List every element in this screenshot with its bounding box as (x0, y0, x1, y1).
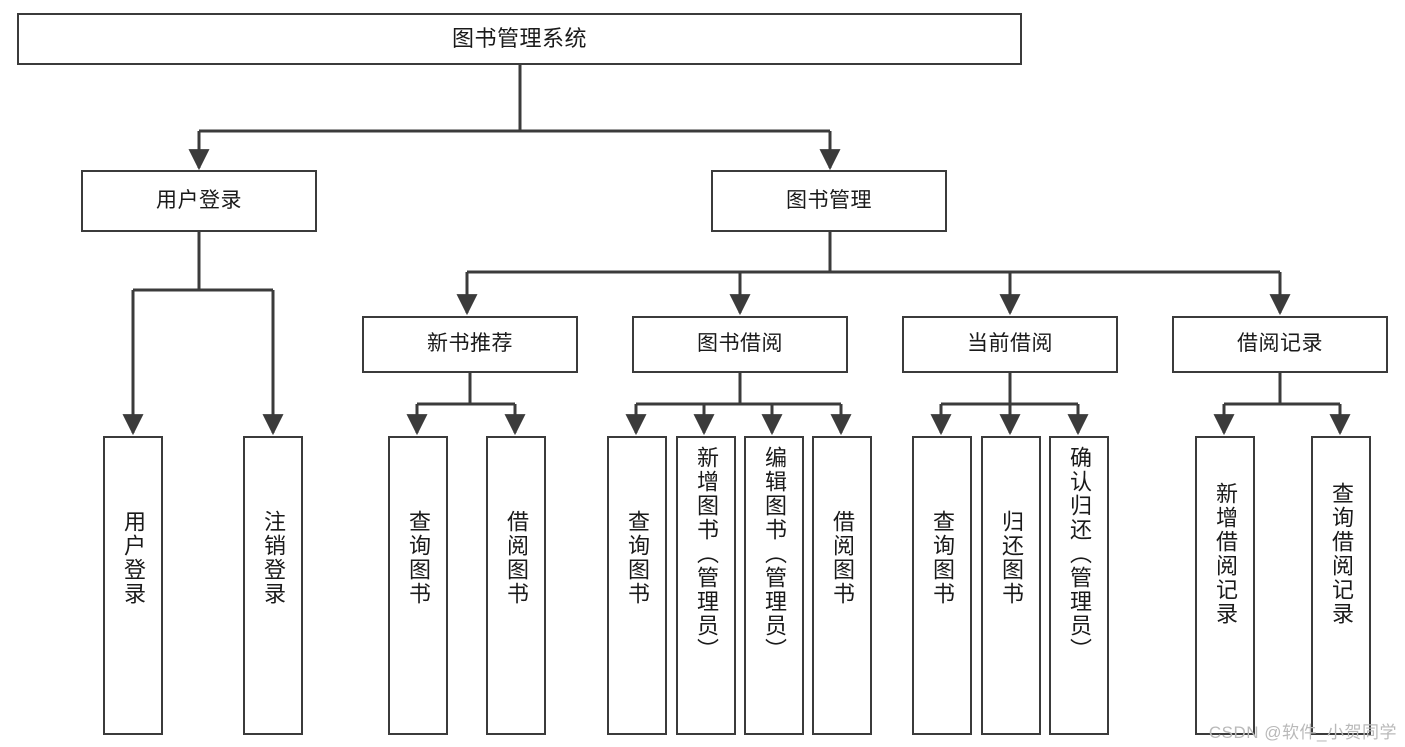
leaf-add-borrow-record[interactable]: 新增借阅记录 (1195, 436, 1255, 735)
node-label: 新增借阅记录 (1212, 482, 1238, 626)
leaf-borrow-book[interactable]: 借阅图书 (812, 436, 872, 735)
node-current-borrow[interactable]: 当前借阅 (902, 316, 1118, 373)
leaf-query-borrow-record[interactable]: 查询借阅记录 (1311, 436, 1371, 735)
leaf-confirm-return-admin[interactable]: 确认归还（管理员） (1049, 436, 1109, 735)
leaf-query-book-current[interactable]: 查询图书 (912, 436, 972, 735)
node-label: 借阅图书 (829, 510, 855, 606)
node-label: 图书管理 (786, 188, 872, 212)
node-label: 查询图书 (405, 510, 431, 606)
leaf-query-book-newbook[interactable]: 查询图书 (388, 436, 448, 735)
leaf-return-book[interactable]: 归还图书 (981, 436, 1041, 735)
node-root-system[interactable]: 图书管理系统 (17, 13, 1022, 65)
node-label: 新增图书（管理员） (693, 446, 719, 662)
node-label: 用户登录 (120, 510, 146, 606)
node-new-book-recommend[interactable]: 新书推荐 (362, 316, 578, 373)
leaf-query-book-borrow[interactable]: 查询图书 (607, 436, 667, 735)
leaf-add-book-admin[interactable]: 新增图书（管理员） (676, 436, 736, 735)
node-borrow-record[interactable]: 借阅记录 (1172, 316, 1388, 373)
node-user-login[interactable]: 用户登录 (81, 170, 317, 232)
node-label: 确认归还（管理员） (1066, 446, 1092, 662)
watermark-text: CSDN @软件_小贺同学 (1208, 723, 1397, 742)
node-book-borrow[interactable]: 图书借阅 (632, 316, 848, 373)
node-label: 编辑图书（管理员） (761, 446, 787, 662)
node-label: 图书借阅 (697, 332, 783, 356)
node-label: 新书推荐 (427, 332, 513, 356)
leaf-logout[interactable]: 注销登录 (243, 436, 303, 735)
node-label: 当前借阅 (967, 332, 1053, 356)
node-label: 查询图书 (624, 510, 650, 606)
leaf-user-login[interactable]: 用户登录 (103, 436, 163, 735)
leaf-edit-book-admin[interactable]: 编辑图书（管理员） (744, 436, 804, 735)
node-label: 图书管理系统 (451, 26, 587, 52)
node-label: 用户登录 (156, 188, 242, 212)
node-label: 归还图书 (998, 510, 1024, 606)
node-book-management[interactable]: 图书管理 (711, 170, 947, 232)
node-label: 注销登录 (260, 510, 286, 606)
node-label: 查询图书 (929, 510, 955, 606)
node-label: 借阅记录 (1237, 332, 1323, 356)
node-label: 查询借阅记录 (1328, 482, 1354, 626)
leaf-borrow-book-newbook[interactable]: 借阅图书 (486, 436, 546, 735)
node-label: 借阅图书 (503, 510, 529, 606)
